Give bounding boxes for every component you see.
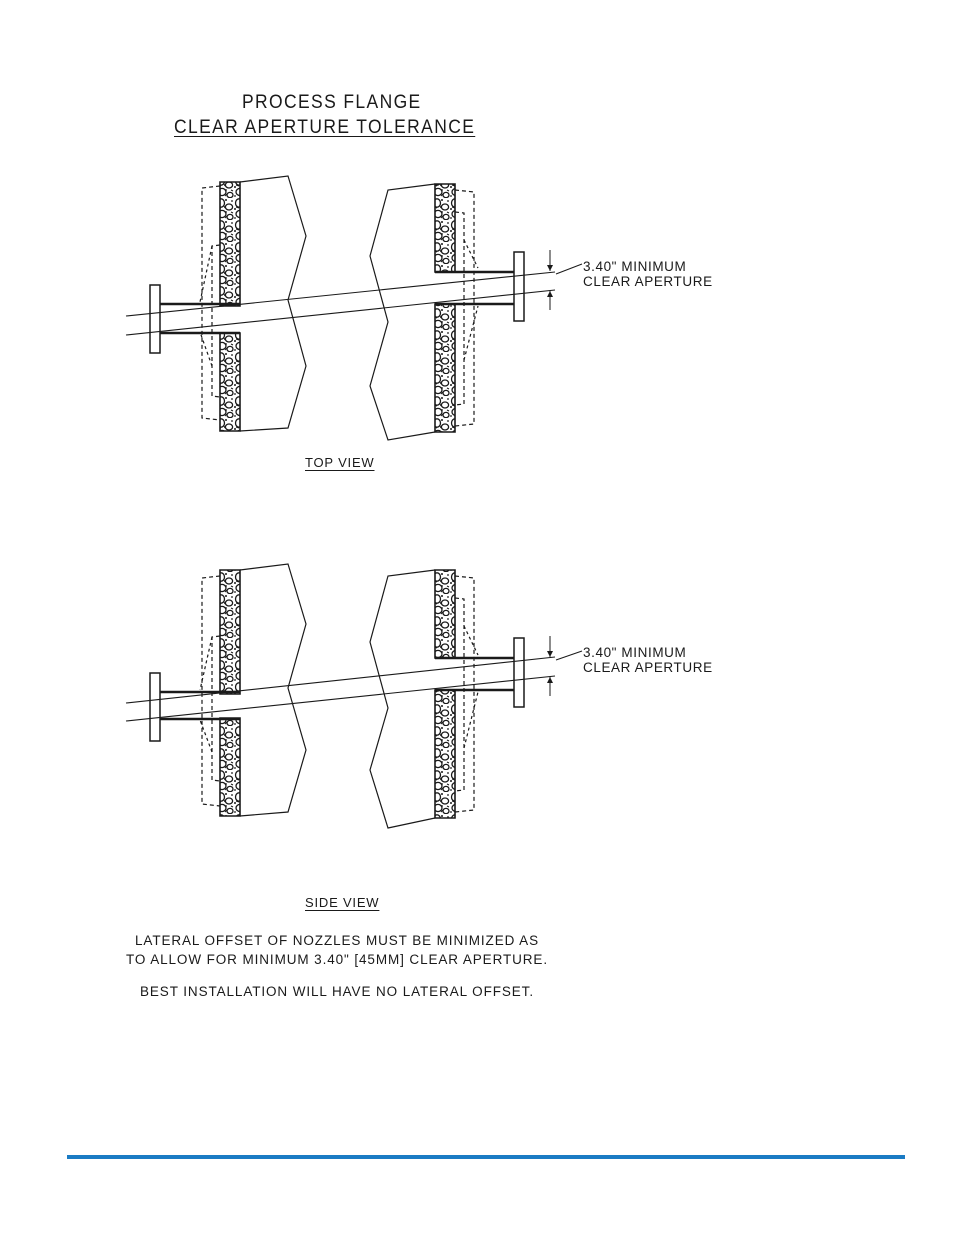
side-right-gusset-upper: [464, 626, 478, 655]
side-view-drawing: [126, 564, 582, 828]
side-right-wall-break-line: [370, 570, 435, 828]
side-right-gusset-lower: [464, 692, 478, 748]
note-line-1: LATERAL OFFSET OF NOZZLES MUST BE MINIMI…: [97, 933, 577, 948]
top-view-drawing: [126, 176, 582, 440]
side-left-wall-refractory-upper: [220, 570, 240, 694]
side-dimension-arrowhead-top: [547, 651, 553, 657]
top-view-dimension-line-1: 3.40" MINIMUM: [583, 259, 686, 274]
side-right-jacket-inner-dashed: [455, 598, 464, 791]
side-left-wall-refractory-lower: [220, 718, 240, 816]
side-dimension-leader: [556, 651, 582, 660]
right-flange: [514, 252, 524, 321]
side-right-flange: [514, 638, 524, 707]
right-jacket-inner-dashed: [455, 212, 464, 405]
sight-line-lower: [126, 290, 555, 335]
side-right-wall-refractory-upper: [435, 570, 455, 658]
dimension-leader: [556, 264, 582, 274]
side-left-flange: [150, 673, 160, 741]
side-view-dimension-line-1: 3.40" MINIMUM: [583, 645, 686, 660]
dimension-arrowhead-top: [547, 265, 553, 271]
note-line-3: BEST INSTALLATION WILL HAVE NO LATERAL O…: [97, 984, 577, 999]
right-gusset-upper: [464, 240, 478, 268]
side-sight-line-lower: [126, 676, 555, 721]
dimension-arrowhead-bottom: [547, 291, 553, 297]
left-wall-refractory-upper: [220, 182, 240, 306]
side-view-label: SIDE VIEW: [305, 895, 379, 910]
top-view-dimension-line-2: CLEAR APERTURE: [583, 274, 713, 289]
right-gusset-lower: [464, 306, 478, 360]
left-flange: [150, 285, 160, 353]
right-wall-break-line: [370, 184, 435, 440]
side-view-dimension-line-2: CLEAR APERTURE: [583, 660, 713, 675]
right-wall-refractory-lower: [435, 304, 455, 432]
right-wall-refractory-upper: [435, 184, 455, 272]
note-line-2: TO ALLOW FOR MINIMUM 3.40" [45MM] CLEAR …: [97, 952, 577, 967]
footer-rule: [67, 1155, 905, 1159]
side-dimension-arrowhead-bottom: [547, 677, 553, 683]
side-sight-line-upper: [126, 657, 555, 703]
side-left-jacket-inner-dashed: [212, 636, 220, 781]
left-wall-refractory-lower: [220, 333, 240, 431]
top-view-label: TOP VIEW: [305, 455, 375, 470]
side-right-wall-refractory-lower: [435, 690, 455, 818]
left-jacket-inner-dashed: [212, 245, 220, 397]
sight-line-upper: [126, 272, 555, 316]
